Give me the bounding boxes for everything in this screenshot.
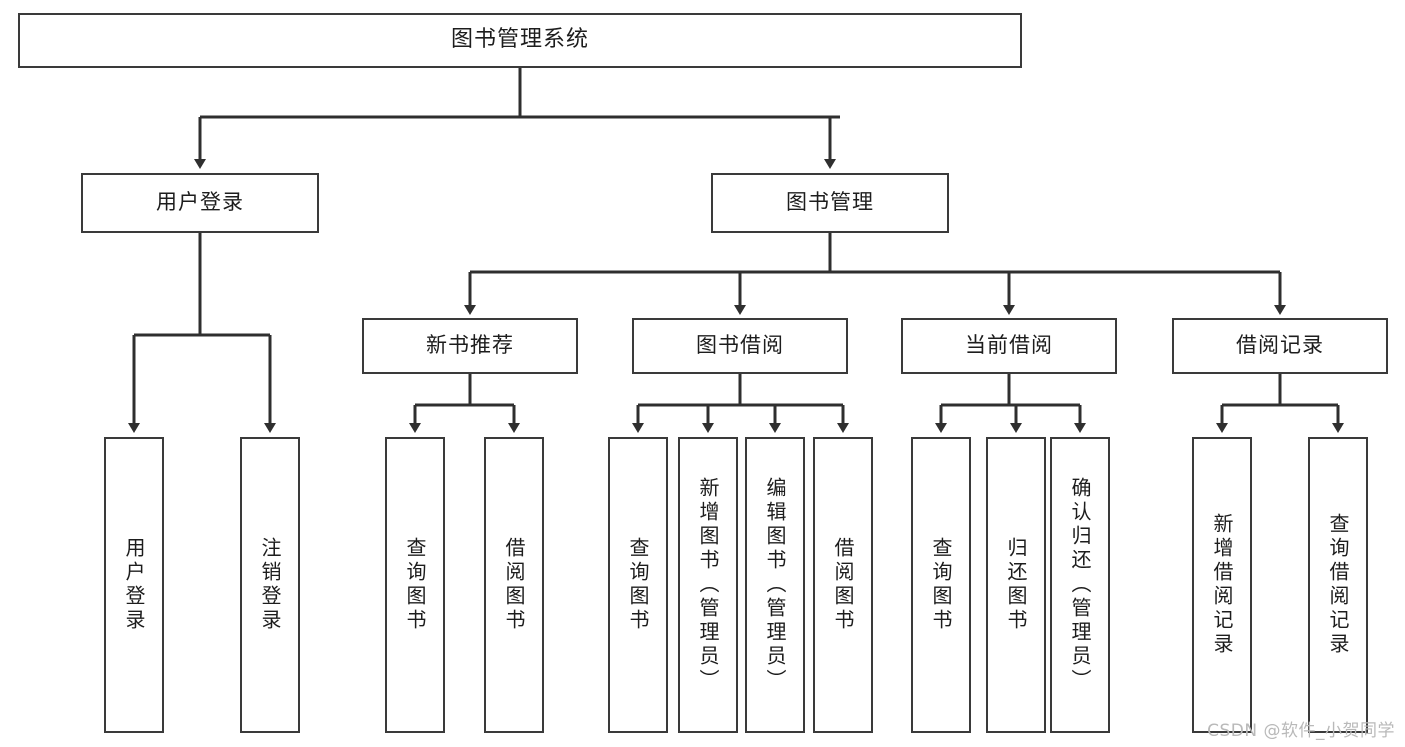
leaf-bb-query-book[interactable]: 查询图书 [608, 437, 668, 733]
leaf-br-add-record[interactable]: 新增借阅记录 [1192, 437, 1252, 733]
leaf-br-query-record-label: 查询借阅记录 [1326, 513, 1350, 657]
node-new-book-recommend[interactable]: 新书推荐 [362, 318, 578, 374]
node-user-login-label: 用户登录 [156, 190, 244, 215]
node-book-manage-label: 图书管理 [786, 190, 874, 215]
leaf-bb-borrow-book[interactable]: 借阅图书 [813, 437, 873, 733]
node-current-borrow-label: 当前借阅 [965, 333, 1053, 358]
leaf-cb-return-book-label: 归还图书 [1004, 537, 1028, 633]
node-book-manage[interactable]: 图书管理 [711, 173, 949, 233]
leaf-bb-query-book-label: 查询图书 [626, 537, 650, 633]
leaf-bb-borrow-book-label: 借阅图书 [831, 537, 855, 633]
node-borrow-record[interactable]: 借阅记录 [1172, 318, 1388, 374]
node-current-borrow[interactable]: 当前借阅 [901, 318, 1117, 374]
leaf-bb-add-book-label: 新增图书（管理员） [696, 477, 720, 693]
leaf-bb-edit-book[interactable]: 编辑图书（管理员） [745, 437, 805, 733]
leaf-user-logout-label: 注销登录 [258, 537, 282, 633]
node-book-borrow-label: 图书借阅 [696, 333, 784, 358]
leaf-user-login-label: 用户登录 [122, 537, 146, 633]
leaf-cb-query-book-label: 查询图书 [929, 537, 953, 633]
leaf-cb-confirm-return[interactable]: 确认归还（管理员） [1050, 437, 1110, 733]
leaf-user-logout[interactable]: 注销登录 [240, 437, 300, 733]
leaf-cb-return-book[interactable]: 归还图书 [986, 437, 1046, 733]
leaf-br-query-record[interactable]: 查询借阅记录 [1308, 437, 1368, 733]
leaf-cb-query-book[interactable]: 查询图书 [911, 437, 971, 733]
leaf-cb-confirm-return-label: 确认归还（管理员） [1068, 477, 1092, 693]
leaf-rec-borrow-book-label: 借阅图书 [502, 537, 526, 633]
node-root-label: 图书管理系统 [450, 27, 589, 53]
leaf-rec-borrow-book[interactable]: 借阅图书 [484, 437, 544, 733]
leaf-br-add-record-label: 新增借阅记录 [1210, 513, 1234, 657]
node-root[interactable]: 图书管理系统 [18, 13, 1022, 68]
node-new-book-recommend-label: 新书推荐 [426, 333, 514, 358]
leaf-bb-edit-book-label: 编辑图书（管理员） [763, 477, 787, 693]
node-borrow-record-label: 借阅记录 [1236, 333, 1324, 358]
node-book-borrow[interactable]: 图书借阅 [632, 318, 848, 374]
node-user-login[interactable]: 用户登录 [81, 173, 319, 233]
leaf-rec-query-book[interactable]: 查询图书 [385, 437, 445, 733]
leaf-bb-add-book[interactable]: 新增图书（管理员） [678, 437, 738, 733]
watermark: CSDN @软件_小贺同学 [1207, 721, 1395, 741]
leaf-user-login[interactable]: 用户登录 [104, 437, 164, 733]
leaf-rec-query-book-label: 查询图书 [403, 537, 427, 633]
